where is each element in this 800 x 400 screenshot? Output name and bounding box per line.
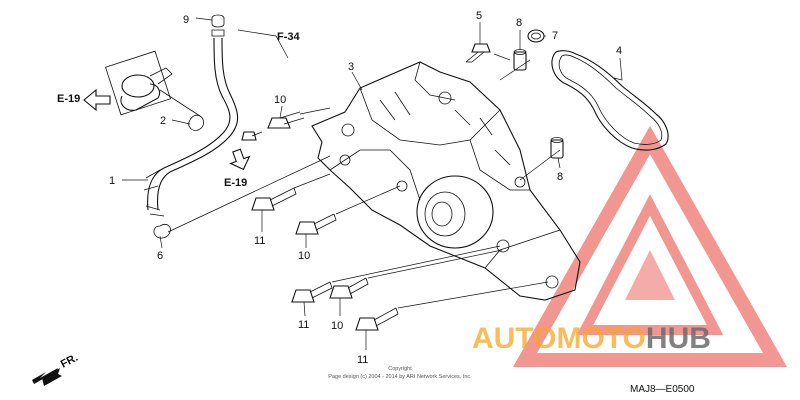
front-direction-arrow (32, 368, 62, 386)
diagram-code: MAJ8—E0500 (630, 384, 695, 395)
bolt-10a (267, 111, 305, 129)
watermark-brand-part2: HUB (646, 322, 711, 355)
o-ring-7 (527, 29, 545, 43)
valve-assembly (105, 50, 201, 117)
hose-1 (143, 29, 239, 217)
joint-9 (211, 14, 225, 28)
callout-4: 4 (616, 45, 622, 57)
bolt-11c (355, 307, 399, 331)
callout-e19-down: E-19 (224, 177, 247, 189)
callout-2: 2 (160, 115, 166, 127)
callout-11b: 11 (298, 319, 309, 331)
callout-10b: 10 (298, 250, 310, 262)
callout-5: 5 (476, 10, 482, 22)
callout-11a: 11 (254, 235, 265, 247)
bolt-10c (329, 277, 369, 299)
front-direction-label: FR. (59, 352, 80, 371)
bolt-10b (295, 213, 337, 235)
watermark-logo (512, 125, 788, 367)
callout-1: 1 (109, 175, 115, 187)
callout-8b: 8 (557, 171, 563, 183)
reference-arrow-e19-left (83, 88, 111, 112)
clamp-6 (153, 224, 171, 239)
callout-3: 3 (348, 61, 354, 73)
bolt-11b (291, 281, 333, 303)
callout-e19-left: E-19 (57, 93, 80, 105)
clamp-2 (188, 114, 204, 131)
pump-cover-3 (311, 61, 581, 301)
copyright-title: Copyright (388, 366, 412, 372)
bolt-5 (465, 43, 491, 63)
gasket-4 (551, 50, 669, 151)
watermark-brand: AUTOMOTOHUB (472, 322, 711, 355)
callout-10a: 10 (274, 94, 286, 106)
callout-f34: F-34 (277, 31, 301, 43)
reference-arrow-e19-down (229, 148, 251, 171)
dowel-pin-8b (550, 137, 564, 159)
copyright-line: Page design (c) 2004 - 2014 by ARI Netwo… (328, 374, 472, 380)
callout-10c: 10 (331, 320, 343, 332)
callout-9: 9 (183, 14, 189, 26)
leader-lines (122, 17, 623, 350)
callout-6: 6 (157, 250, 163, 262)
bolt-11a (251, 187, 297, 211)
bolt-small (241, 131, 263, 141)
callout-7: 7 (552, 30, 558, 42)
callout-11c: 11 (357, 354, 368, 366)
callout-8a: 8 (516, 17, 522, 29)
watermark-brand-part1: AUTOMOTO (472, 322, 646, 355)
